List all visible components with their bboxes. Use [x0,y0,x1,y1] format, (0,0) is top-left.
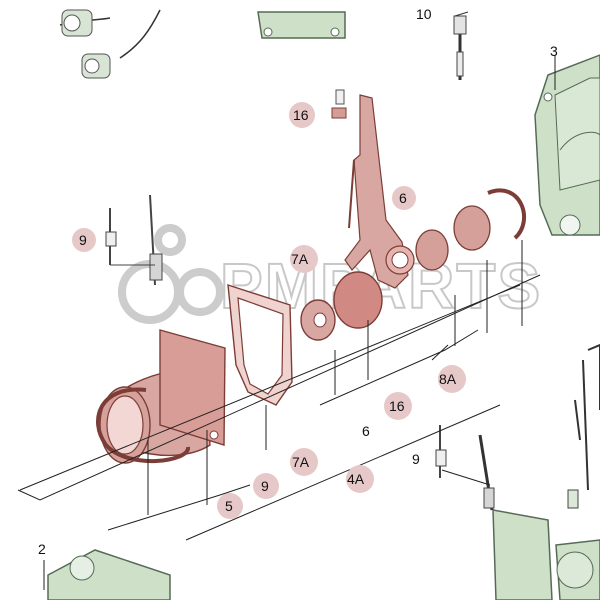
callout-16-mid: 16 [384,392,412,420]
svg-text:5: 5 [225,498,233,514]
electrode-part-9-left [105,194,163,286]
svg-text:16: 16 [389,398,405,414]
housing-fragment-top [257,11,346,39]
svg-text:6: 6 [362,423,370,439]
lower-right-assembly [478,343,600,600]
electrode-part-9-right [435,425,447,478]
blower-housing-part-3 [534,54,600,236]
gear-icon [118,224,224,324]
callout-2: 2 [38,541,46,557]
callout-6-top: 6 [392,186,416,210]
svg-text:4A: 4A [347,471,365,487]
svg-text:3: 3 [550,43,558,59]
callout-10: 10 [416,6,432,22]
burner-assembly-parts [96,89,526,464]
callout-16-top: 16 [289,102,315,128]
callout-9-mid: 9 [253,473,279,499]
svg-text:8A: 8A [439,371,457,387]
callout-7a-mid: 7A [290,448,318,476]
svg-text:9: 9 [79,232,87,248]
svg-text:9: 9 [412,451,420,467]
callout-9-left: 9 [72,228,96,252]
svg-text:2: 2 [38,541,46,557]
sensor-part-10 [453,11,469,80]
svg-text:6: 6 [399,190,407,206]
callout-5: 5 [217,493,243,519]
callout-9-right: 9 [412,451,420,467]
callout-7a-top: 7A [290,245,318,273]
svg-text:16: 16 [293,107,309,123]
housing-part-2 [47,549,171,600]
callout-3: 3 [550,43,558,59]
svg-text:10: 10 [416,6,432,22]
svg-text:9: 9 [261,478,269,494]
callout-6-mid: 6 [362,423,370,439]
callout-4a: 4A [346,465,374,493]
svg-text:7A: 7A [292,454,310,470]
svg-text:7A: 7A [291,251,309,267]
callout-8a: 8A [438,365,466,393]
wire-connector-part [59,9,161,79]
leader-lines [17,55,556,590]
